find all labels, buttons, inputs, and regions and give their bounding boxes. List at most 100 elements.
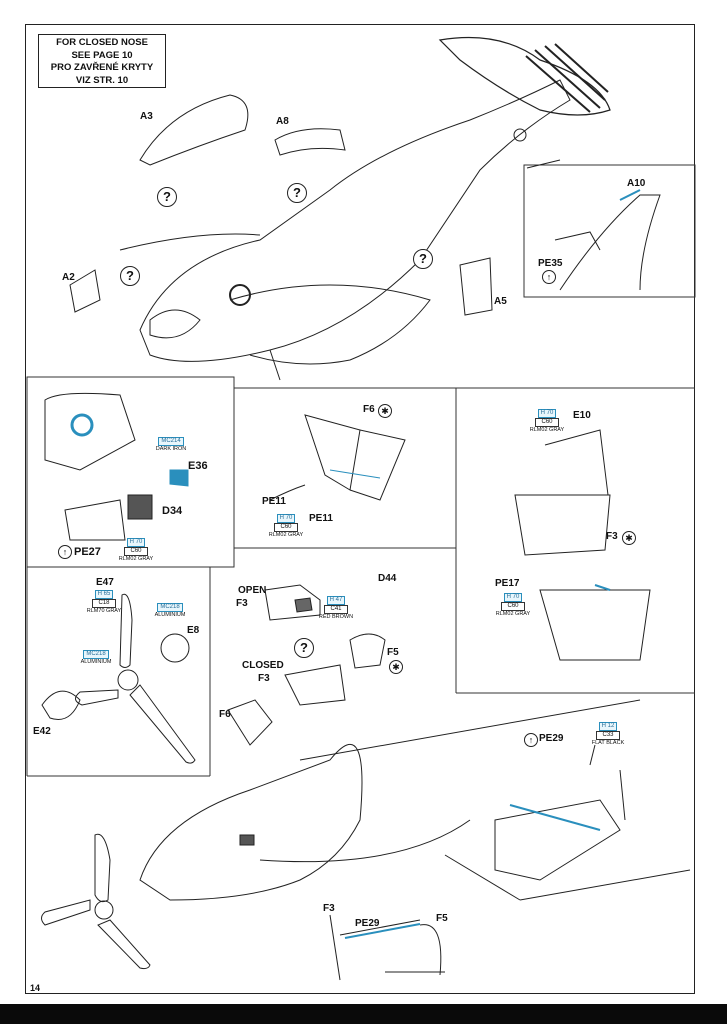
cockpit-right-drawing	[444, 744, 691, 901]
label-e8: E8	[187, 625, 200, 636]
star-part-icon: ✱	[378, 404, 392, 418]
question-icon: ?	[157, 187, 177, 207]
detail-box-a10	[523, 164, 696, 298]
page-frame	[25, 24, 695, 994]
paint-code: MC218	[83, 650, 109, 659]
canopy-bow-drawing	[329, 914, 445, 981]
paint-code: H 70	[276, 514, 296, 523]
paint-code: H 70	[537, 409, 557, 418]
label-f6-mid: F6	[219, 709, 231, 720]
part-a2-shape	[69, 269, 101, 313]
etched-part-icon: ↑	[524, 733, 538, 747]
paint-name: RED BROWN	[318, 614, 354, 620]
detail-box-engine	[26, 376, 235, 568]
paint-code: H 47	[326, 596, 346, 605]
paint-callout-h47: H 47 C41 RED BROWN	[314, 596, 358, 621]
paint-callout-mc214: MC214 DARK IRON	[148, 437, 194, 453]
paint-code: H 12	[598, 722, 618, 731]
star-part-icon: ✱	[389, 660, 403, 674]
label-pe27: PE27	[74, 546, 101, 558]
paint-code-2: C60	[501, 602, 525, 611]
label-f3-right: F3	[606, 531, 618, 542]
etched-part-icon: ↑	[58, 545, 72, 559]
question-icon: ?	[294, 638, 314, 658]
paint-callout-h70-e10: H 70 C60 RLM02 GRAY	[524, 409, 570, 434]
etched-part-icon: ↑	[542, 270, 556, 284]
question-icon: ?	[120, 266, 140, 286]
canopy-drawings	[227, 584, 386, 746]
label-pe35: PE35	[538, 258, 563, 269]
label-pe11-b: PE11	[309, 513, 333, 524]
label-d34: D34	[162, 505, 183, 517]
page-number: 14	[30, 983, 41, 993]
paint-name: DARK IRON	[155, 446, 187, 452]
part-a5-shape	[459, 257, 493, 316]
engine-detail-drawing	[44, 392, 189, 541]
label-a3: A3	[140, 111, 153, 122]
paint-code-2: C60	[124, 547, 148, 556]
label-a10: A10	[627, 178, 646, 189]
closed-nose-note: FOR CLOSED NOSE SEE PAGE 10 PRO ZAVŘENÉ …	[38, 34, 166, 88]
label-f6-top: F6	[363, 404, 375, 415]
part-a8-shape	[274, 128, 346, 156]
paint-callout-h70-pe27: H 70 C60 RLM02 GRAY	[112, 538, 160, 563]
paint-name: RLM02 GRAY	[495, 611, 531, 617]
label-a8: A8	[276, 116, 289, 127]
paint-name: RLM02 GRAY	[268, 532, 304, 538]
paint-code-2: C41	[324, 605, 348, 614]
label-pe29-bottom: PE29	[355, 918, 380, 929]
paint-code-2: C60	[535, 418, 559, 427]
part-a3-shape	[139, 94, 249, 166]
seat-e10-drawing	[514, 429, 651, 661]
paint-code-2: C33	[596, 731, 620, 740]
label-f5-bottom: F5	[436, 913, 448, 924]
paint-code: MC218	[157, 603, 183, 612]
paint-name: RLM02 GRAY	[529, 427, 565, 433]
label-pe17: PE17	[495, 578, 520, 589]
paint-name: FLAT BLACK	[591, 740, 625, 746]
label-e47: E47	[96, 577, 114, 588]
paint-code: H 65	[94, 590, 114, 599]
star-part-icon: ✱	[622, 531, 636, 545]
label-pe11-a: PE11	[262, 496, 286, 507]
paint-name: RLM70 GRAY	[86, 608, 122, 614]
paint-code: H 70	[126, 538, 146, 547]
panel-dividers	[26, 164, 696, 777]
paint-callout-h70-pe11: H 70 C60 RLM02 GRAY	[266, 514, 306, 539]
note-line-2: SEE PAGE 10	[71, 49, 133, 61]
label-open: OPEN	[238, 585, 267, 596]
bottom-bar	[0, 1004, 727, 1024]
a10-detail-drawing	[526, 159, 661, 291]
fuselage-top-drawing	[119, 36, 611, 381]
paint-callout-h70-pe17: H 70 C60 RLM02 GRAY	[490, 593, 536, 618]
label-closed: CLOSED	[242, 660, 284, 671]
label-f3-closed: F3	[258, 673, 270, 684]
note-line-1: FOR CLOSED NOSE	[56, 37, 148, 48]
paint-name: ALUMINIUM	[80, 659, 112, 665]
label-f3-open: F3	[236, 598, 248, 609]
fuselage-bottom-drawing	[41, 699, 641, 970]
question-icon: ?	[413, 249, 433, 269]
question-icon: ?	[287, 183, 307, 203]
label-e10: E10	[573, 410, 591, 421]
label-d44: D44	[378, 573, 397, 584]
label-a2: A2	[62, 272, 75, 283]
propeller-drawing	[41, 593, 196, 764]
d34-grid	[127, 494, 153, 520]
paint-name: RLM02 GRAY	[118, 556, 154, 562]
paint-callout-mc218-b: MC218 ALUMINIUM	[76, 650, 116, 666]
seat-f6-drawing	[269, 414, 406, 501]
label-e36: E36	[188, 460, 208, 472]
note-line-4: VIZ STR. 10	[75, 74, 129, 86]
paint-code: MC214	[158, 437, 184, 446]
label-pe29-right: PE29	[539, 733, 564, 744]
label-f5: F5	[387, 647, 399, 658]
paint-callout-h12: H 12 C33 FLAT BLACK	[586, 722, 630, 747]
paint-code-2: C18	[92, 599, 116, 608]
paint-code: H 70	[503, 593, 523, 602]
paint-callout-mc218-a: MC218 ALUMINIUM	[150, 603, 190, 619]
note-line-3: PRO ZAVŘENÉ KRYTY	[50, 62, 154, 73]
paint-callout-h65: H 65 C18 RLM70 GRAY	[84, 590, 124, 615]
label-f3-bottom: F3	[323, 903, 335, 914]
